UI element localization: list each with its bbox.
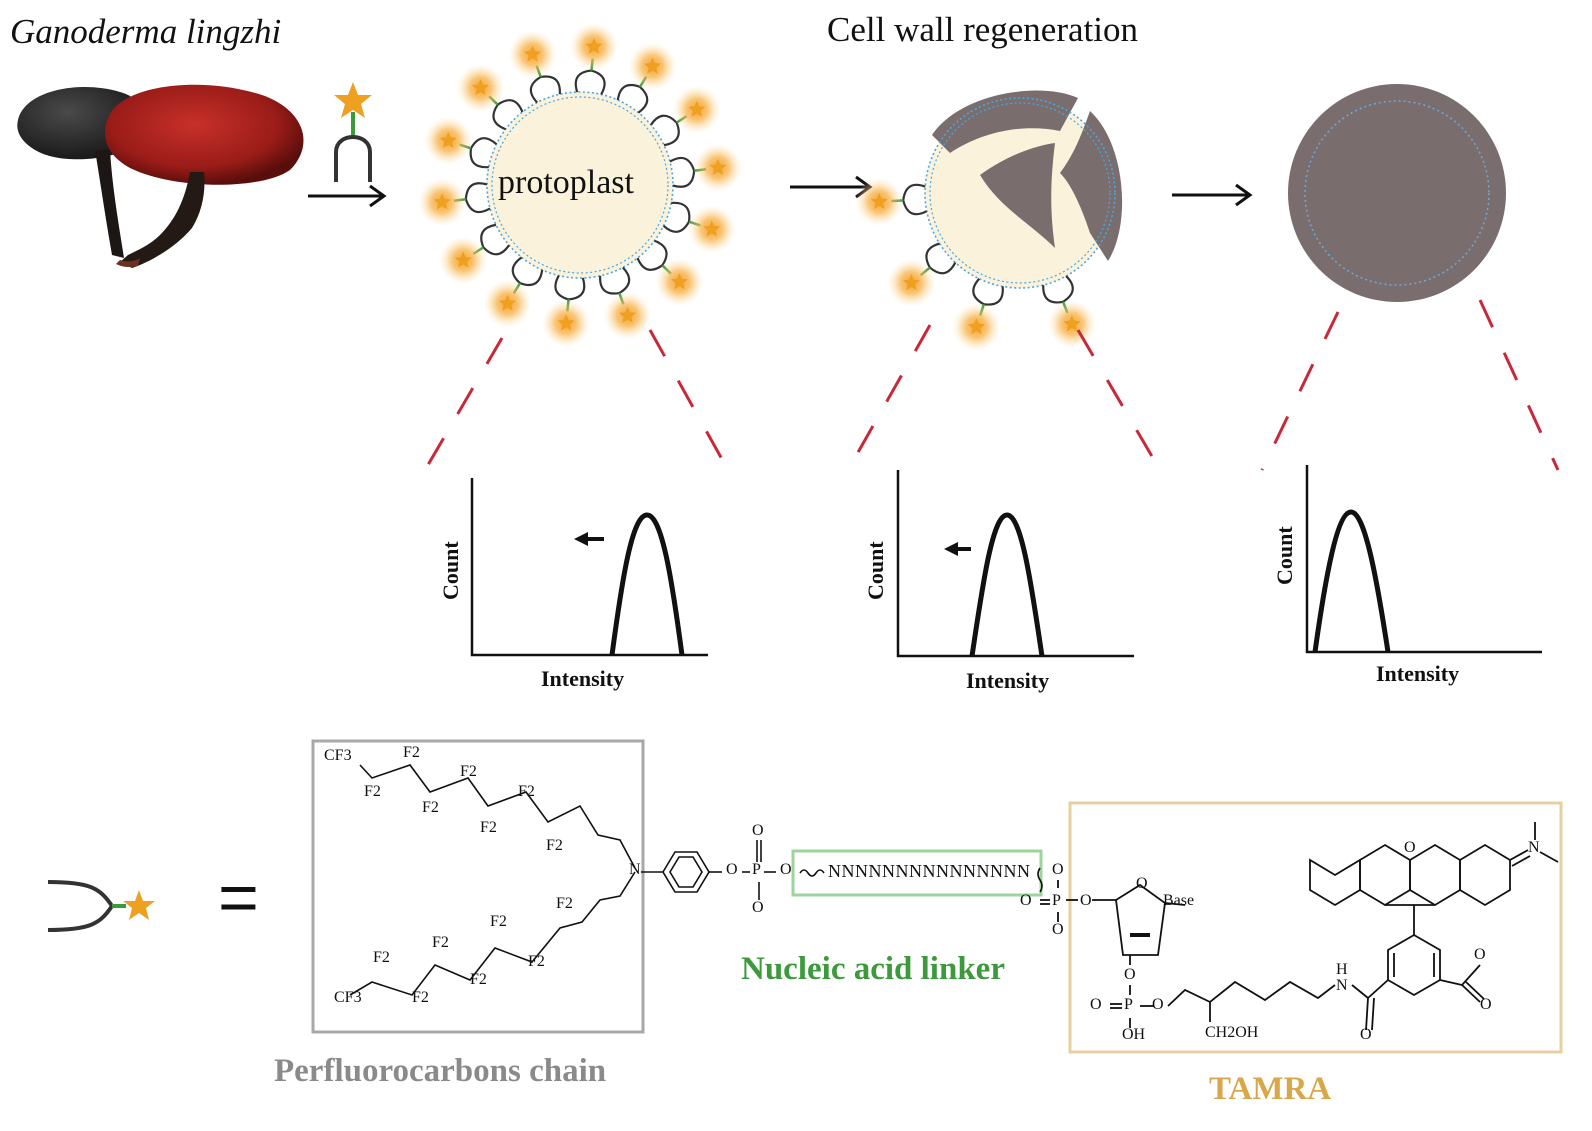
atom-o: O — [1052, 861, 1064, 878]
atom-o: O — [1480, 996, 1492, 1013]
f2-label: F2 — [470, 971, 487, 988]
star-icon — [454, 251, 472, 268]
atom-o: O — [780, 861, 792, 878]
atom-n: N — [1336, 977, 1348, 994]
probe-icon — [334, 82, 372, 182]
f2-label: F2 — [432, 934, 449, 951]
equals-sign: = — [218, 858, 259, 936]
f2-label: F2 — [460, 763, 477, 780]
histogram-regenerating — [896, 470, 1134, 658]
atom-h: H — [1336, 961, 1348, 978]
histogram-protoplast — [470, 478, 708, 657]
star-icon — [334, 82, 372, 118]
atom-o: O — [1360, 1026, 1372, 1043]
atom-p: P — [752, 861, 761, 878]
f2-label: F2 — [422, 799, 439, 816]
star-icon — [523, 45, 542, 62]
star-icon — [472, 78, 490, 96]
stage-title: Cell wall regeneration — [827, 10, 1138, 49]
f2-label: F2 — [412, 989, 429, 1006]
tamra-label: TAMRA — [1209, 1071, 1332, 1107]
organism-label: Ganoderma lingzhi — [10, 12, 282, 51]
f2-label: F2 — [403, 744, 420, 761]
perfluorocarbon-box — [311, 739, 645, 1034]
atom-o: O — [752, 822, 764, 839]
atom-o: O — [1152, 996, 1164, 1013]
histogram-1-xlabel: Intensity — [541, 666, 625, 691]
f2-label: F2 — [480, 819, 497, 836]
atom-o: O — [1090, 996, 1102, 1013]
star-icon — [670, 273, 688, 290]
star-icon — [644, 57, 662, 74]
protoplast-label: protoplast — [498, 164, 634, 201]
star-icon — [1063, 315, 1081, 332]
f2-label: F2 — [518, 783, 535, 800]
star-icon — [688, 100, 706, 117]
star-icon — [123, 890, 155, 920]
f2-label: F2 — [546, 837, 563, 854]
arrow-1 — [308, 184, 387, 208]
atom-oh: OH — [1122, 1026, 1146, 1043]
nucleic-acid-linker-label: Nucleic acid linker — [741, 951, 1005, 987]
star-icon — [433, 193, 451, 210]
atom-n-plus: N — [1528, 839, 1540, 856]
star-icon — [902, 273, 920, 291]
base-label: Base — [1163, 892, 1195, 909]
f2-label: F2 — [364, 783, 381, 800]
atom-o: O — [752, 899, 764, 916]
histogram-1-ylabel: Count — [438, 541, 463, 600]
atom-o: O — [1080, 892, 1092, 909]
shift-arrow — [944, 542, 971, 556]
star-icon — [703, 220, 721, 237]
star-icon — [967, 318, 985, 335]
cf3-lower: CF3 — [334, 989, 362, 1006]
shift-arrow — [574, 532, 604, 546]
atom-p: P — [1124, 996, 1133, 1013]
star-icon — [439, 131, 457, 148]
atom-p: P — [1052, 892, 1061, 909]
tamra-box — [1068, 801, 1563, 1054]
star-icon — [585, 37, 603, 54]
atom-o: O — [1136, 875, 1148, 892]
f2-label: F2 — [490, 913, 507, 930]
arrow-3 — [1172, 183, 1253, 207]
star-icon — [618, 306, 637, 323]
protoplast-cell — [418, 22, 742, 348]
histogram-3-xlabel: Intensity — [1376, 661, 1460, 686]
nucleotide-sequence: NNNNNNNNNNNNNNN — [828, 861, 1031, 881]
f2-label: F2 — [373, 949, 390, 966]
mushroom-image — [17, 84, 304, 268]
atom-o: O — [1404, 839, 1416, 856]
zoom-lines — [423, 299, 1560, 471]
atom-o: O — [1474, 946, 1486, 963]
perfluorocarbon-label: Perfluorocarbons chain — [274, 1053, 607, 1089]
atom-o: O — [1020, 892, 1032, 909]
atom-n: N — [629, 861, 641, 878]
perfluoro-bonds — [349, 764, 1043, 996]
histogram-2-ylabel: Count — [863, 541, 888, 600]
f2-label: F2 — [528, 953, 545, 970]
regenerating-cell — [855, 90, 1123, 352]
star-icon — [498, 294, 516, 311]
probe-legend-icon — [47, 880, 155, 932]
histogram-2-xlabel: Intensity — [966, 668, 1050, 693]
star-icon — [709, 158, 727, 175]
ch2oh-label: CH2OH — [1205, 1024, 1259, 1041]
cf3-upper: CF3 — [324, 747, 352, 764]
star-icon — [870, 192, 888, 210]
tamra-bonds — [1040, 822, 1559, 1031]
atom-o: O — [726, 861, 738, 878]
regenerated-cell — [1288, 84, 1506, 302]
f2-label: F2 — [556, 895, 573, 912]
histogram-regenerated — [1305, 465, 1542, 654]
atom-o: O — [1124, 966, 1136, 983]
star-icon — [557, 314, 575, 331]
nucleic-acid-box — [791, 849, 1043, 897]
histogram-3-ylabel: Count — [1272, 526, 1297, 585]
atom-o: O — [1052, 921, 1064, 938]
